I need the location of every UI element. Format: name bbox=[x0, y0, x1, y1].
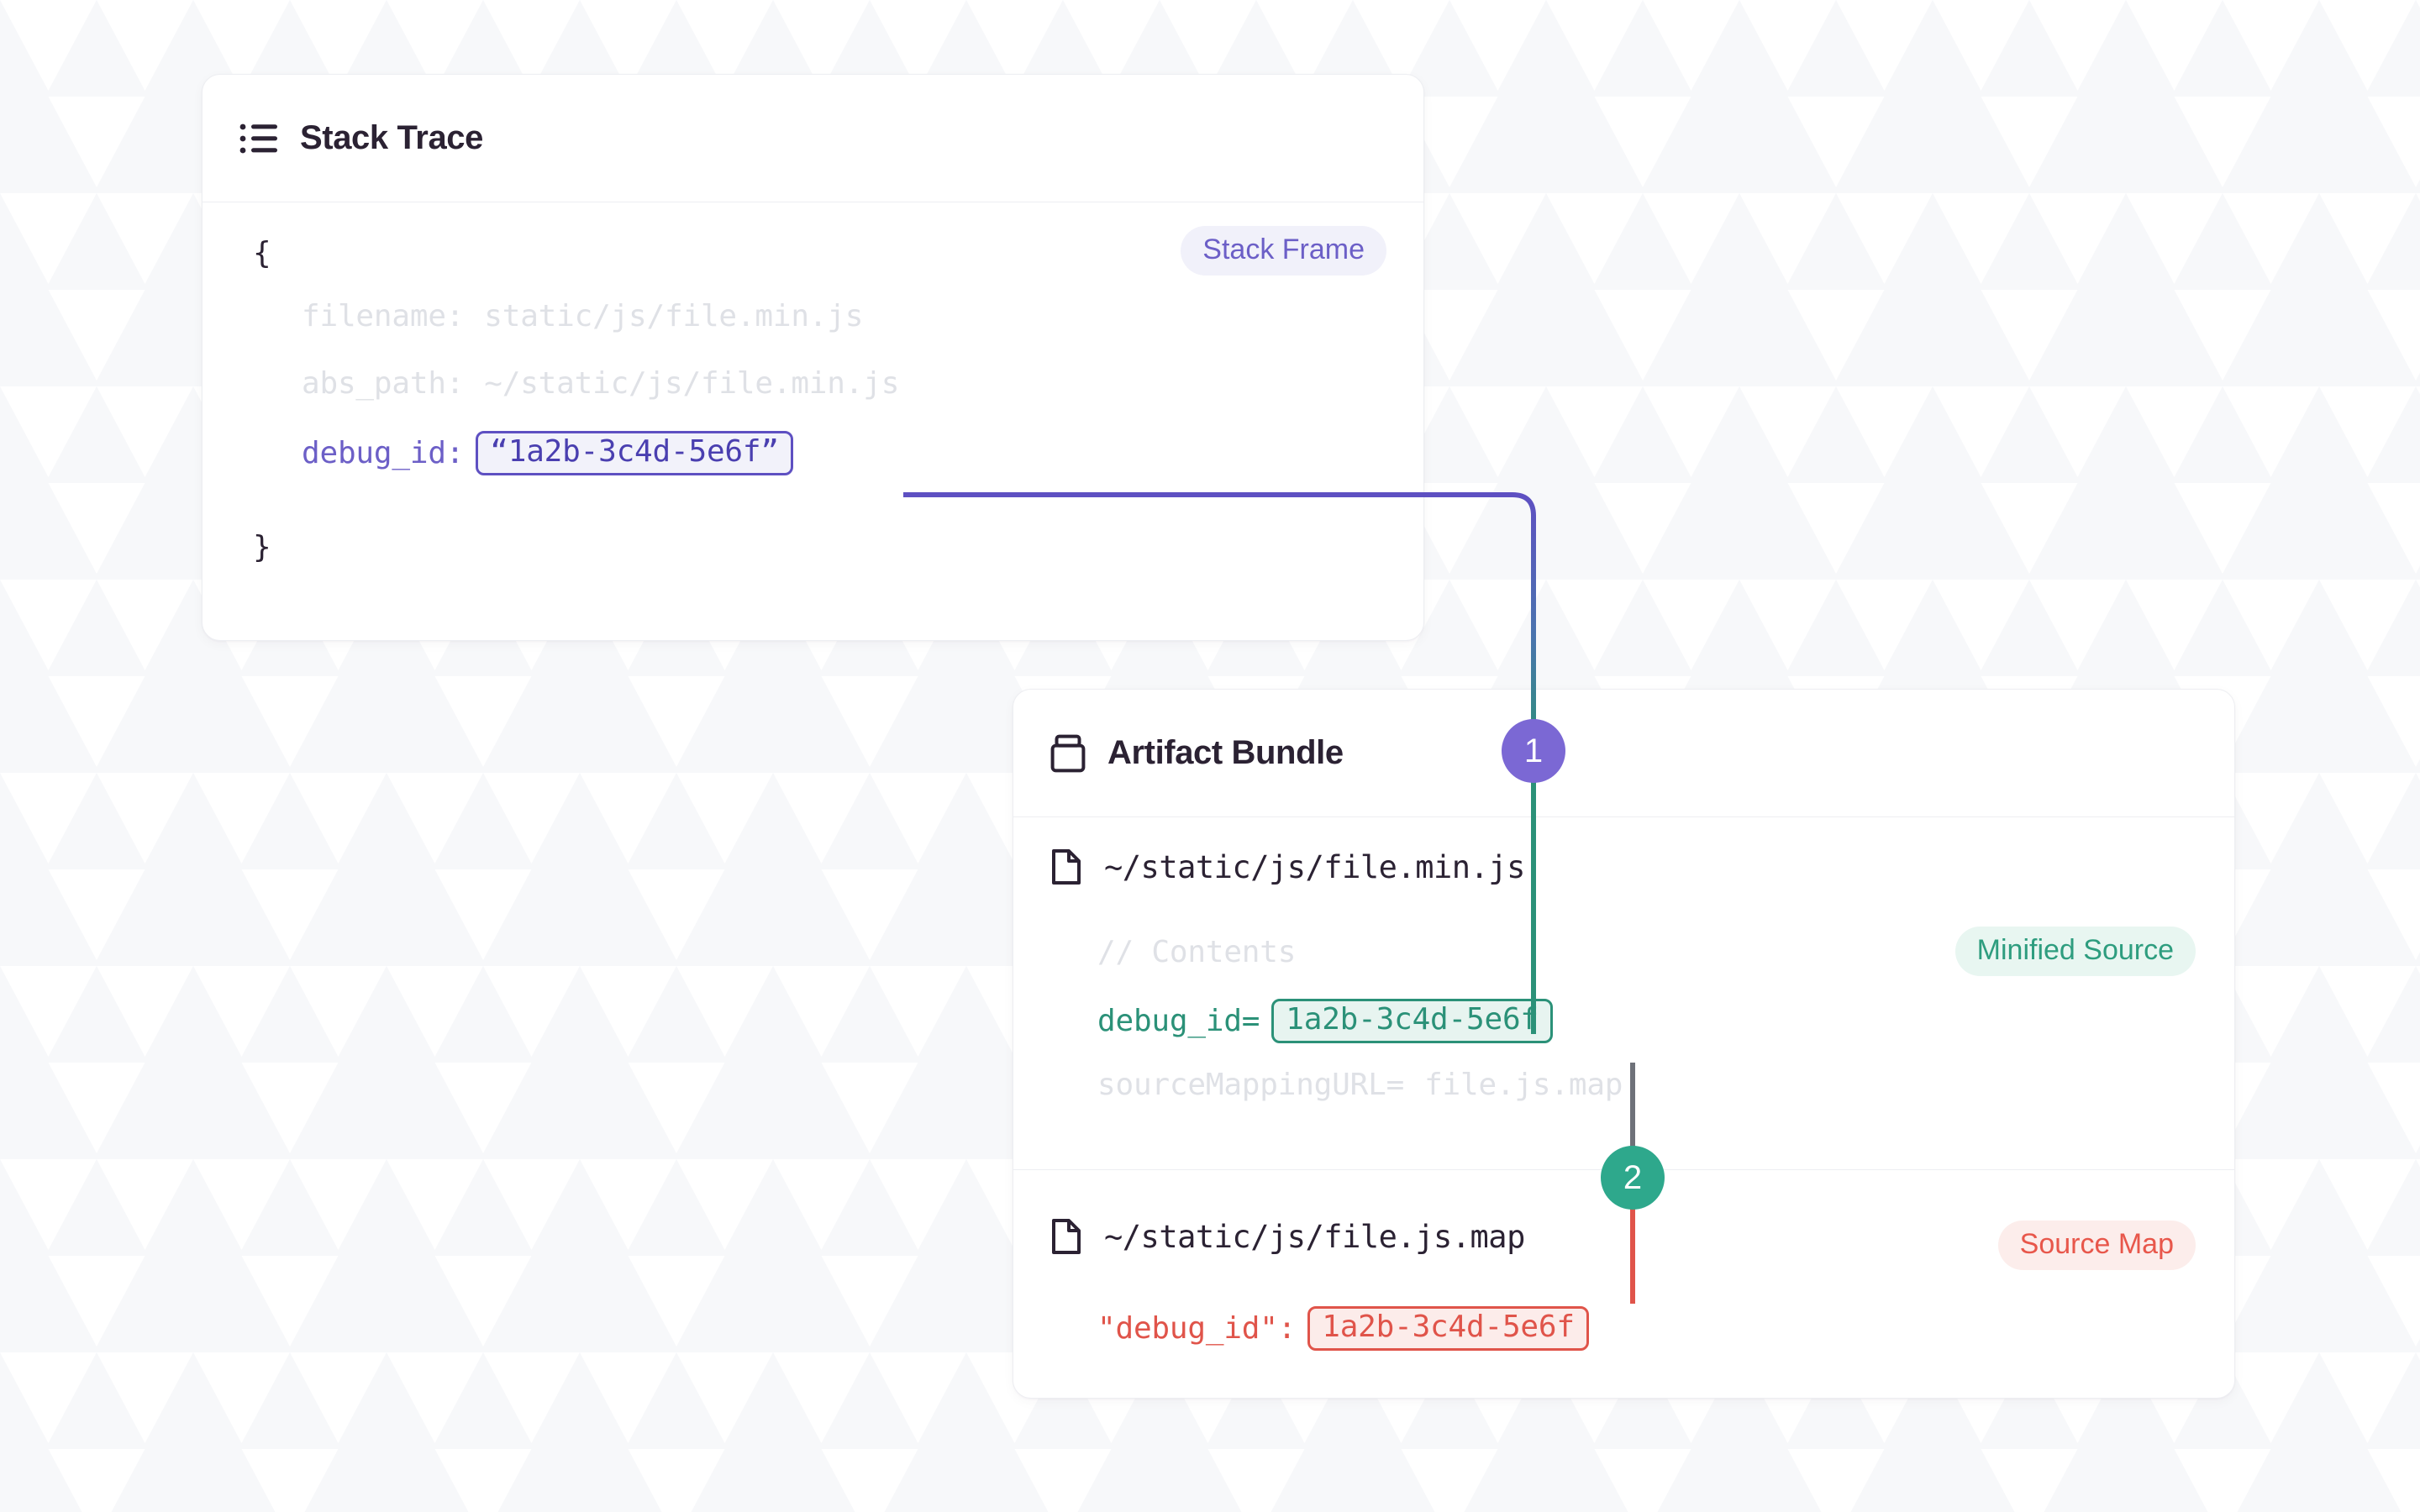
source-mapping-url-line: sourceMappingURL= file.js.map bbox=[1097, 1068, 1623, 1102]
artifact-bundle-header: Artifact Bundle bbox=[1013, 690, 2234, 817]
package-icon bbox=[1050, 734, 1086, 772]
source-mapping-url-value: file.js.map bbox=[1424, 1068, 1623, 1102]
source-map-debug-id-value-highlight[interactable]: 1a2b-3c4d-5e6f bbox=[1307, 1306, 1589, 1351]
stack-frame-debug-id-line: debug_id: “1a2b-3c4d-5e6f” bbox=[302, 431, 793, 475]
abspath-value: ~/static/js/file.min.js bbox=[484, 366, 900, 401]
stack-frame-badge: Stack Frame bbox=[1181, 226, 1386, 276]
list-icon bbox=[239, 123, 277, 153]
debug-id-key: debug_id: bbox=[302, 436, 465, 470]
minified-source-path: ~/static/js/file.min.js bbox=[1104, 848, 1525, 885]
source-map-badge: Source Map bbox=[1997, 1221, 2196, 1270]
minified-debug-id-key: debug_id= bbox=[1097, 1004, 1260, 1038]
source-map-debug-id-key: "debug_id": bbox=[1097, 1311, 1297, 1346]
contents-comment: // Contents bbox=[1097, 935, 1297, 969]
filename-value: static/js/file.min.js bbox=[484, 299, 864, 333]
file-icon bbox=[1052, 849, 1081, 885]
minified-source-badge: Minified Source bbox=[1954, 927, 2196, 976]
minified-debug-id-value-highlight[interactable]: 1a2b-3c4d-5e6f bbox=[1271, 999, 1553, 1043]
minified-debug-id-line: debug_id= 1a2b-3c4d-5e6f bbox=[1097, 999, 1553, 1043]
file-icon bbox=[1052, 1219, 1081, 1254]
json-brace-open: { bbox=[253, 236, 271, 270]
stack-frame-filename-line: filename: static/js/file.min.js bbox=[302, 299, 863, 333]
source-mapping-url-key: sourceMappingURL= bbox=[1097, 1068, 1405, 1102]
artifact-bundle-title: Artifact Bundle bbox=[1107, 734, 1344, 771]
stack-trace-title: Stack Trace bbox=[300, 119, 483, 156]
stack-trace-header: Stack Trace bbox=[203, 75, 1423, 202]
stack-trace-card: Stack Trace Stack Frame { filename: stat… bbox=[202, 74, 1424, 641]
minified-source-file-row[interactable]: ~/static/js/file.min.js bbox=[1050, 848, 1525, 886]
abspath-key: abs_path: bbox=[302, 366, 465, 401]
stack-frame-abspath-line: abs_path: ~/static/js/file.min.js bbox=[302, 366, 899, 401]
minified-source-block: Minified Source ~/static/js/file.min.js … bbox=[1013, 817, 2234, 1170]
step-badge-2[interactable]: 2 bbox=[1601, 1146, 1665, 1210]
step-badge-1[interactable]: 1 bbox=[1502, 719, 1565, 783]
debug-id-value-highlight[interactable]: “1a2b-3c4d-5e6f” bbox=[476, 431, 793, 475]
artifact-bundle-card: Artifact Bundle Minified Source ~/static… bbox=[1013, 689, 2235, 1399]
source-map-path: ~/static/js/file.js.map bbox=[1104, 1218, 1525, 1255]
source-map-debug-id-line: "debug_id": 1a2b-3c4d-5e6f bbox=[1097, 1306, 1589, 1351]
json-brace-close: } bbox=[253, 530, 271, 564]
source-map-file-row[interactable]: ~/static/js/file.js.map bbox=[1050, 1217, 1525, 1256]
stack-trace-body: Stack Frame { filename: static/js/file.m… bbox=[203, 202, 1423, 639]
filename-key: filename: bbox=[302, 299, 465, 333]
